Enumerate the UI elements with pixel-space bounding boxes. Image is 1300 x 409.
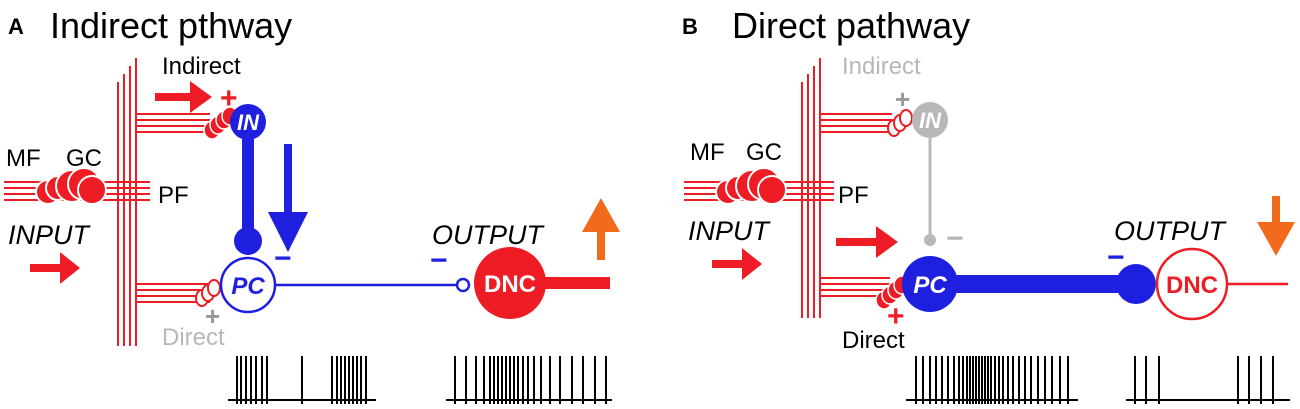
purkinje-cell-b — [902, 256, 958, 312]
pc-terminal-a — [455, 277, 471, 293]
pf-branch-direct-b — [820, 277, 890, 297]
minus-sign-pc-a: − — [274, 242, 292, 275]
spike-train-b-dnc — [1134, 356, 1274, 404]
plus-sign-indirect-b: + — [895, 84, 910, 114]
indirect-label-a: Indirect — [162, 53, 241, 80]
pf-label-b: PF — [838, 182, 869, 209]
pf-label-a: PF — [158, 182, 189, 209]
mf-label-a: MF — [6, 145, 41, 172]
pf-branch-indirect-b — [820, 113, 892, 133]
dnc-cell-label-b: DNC — [1166, 272, 1218, 299]
pc-axon-b — [956, 275, 1124, 293]
dnc-axon-a — [540, 277, 610, 289]
interneuron-cell-b — [912, 102, 948, 138]
panel-b: B Direct pathway — [682, 5, 1295, 404]
plus-sign-direct-a: + — [205, 301, 220, 331]
output-label-b: OUTPUT — [1114, 216, 1228, 246]
synapse-boutons-pc-b — [875, 275, 911, 310]
input-arrow-b — [712, 248, 762, 280]
minus-sign-dnc-a: − — [430, 244, 448, 277]
in-cell-label-b: IN — [919, 108, 942, 133]
pc-cell-label-a: PC — [231, 273, 265, 300]
indirect-arrow-a — [155, 81, 212, 113]
pc-cell-label-b: PC — [913, 272, 947, 299]
panel-a-title: Indirect pthway — [50, 5, 292, 46]
spike-train-a-pc — [236, 356, 367, 404]
synapse-boutons-pc-a — [195, 279, 221, 307]
synapse-boutons-in-b — [887, 109, 913, 137]
granule-cells-b — [715, 167, 787, 205]
minus-sign-dnc-b: − — [1107, 241, 1125, 274]
output-arrow-down-b — [1257, 196, 1295, 256]
in-cell-label-a: IN — [237, 110, 260, 135]
interneuron-axon-a — [242, 138, 254, 234]
dnc-cell-label-a: DNC — [484, 271, 536, 298]
panel-a: A Indirect pthway — [4, 5, 620, 404]
indirect-label-b: Indirect — [842, 53, 921, 80]
panel-b-title: Direct pathway — [732, 5, 970, 46]
pc-terminal-b — [1116, 264, 1156, 304]
gc-label-a: GC — [66, 145, 102, 172]
plus-sign-indirect-a: + — [220, 82, 238, 115]
output-label-a: OUTPUT — [432, 220, 546, 250]
panel-a-letter: A — [8, 14, 24, 39]
output-arrow-up-a — [582, 198, 620, 260]
minus-sign-pc-b: − — [946, 222, 964, 255]
inhibition-arrow-down-a — [268, 144, 308, 252]
interneuron-terminal-a — [234, 227, 262, 255]
input-arrow-a — [30, 252, 80, 284]
gc-label-b: GC — [746, 139, 782, 166]
direct-arrow-b — [836, 226, 898, 258]
panel-b-letter: B — [682, 14, 698, 39]
spike-train-a-dnc — [454, 356, 607, 404]
spike-train-b-pc — [915, 356, 1069, 404]
parallel-fibers-vertical-a — [117, 58, 137, 346]
interneuron-cell-a — [230, 104, 266, 140]
pf-branch-indirect-a — [136, 113, 210, 133]
dnc-cell-a — [474, 247, 546, 319]
mf-label-b: MF — [690, 139, 725, 166]
interneuron-terminal-b — [924, 234, 936, 246]
direct-label-b: Direct — [842, 327, 905, 354]
plus-sign-direct-b: + — [887, 300, 905, 333]
input-label-a: INPUT — [8, 220, 92, 250]
granule-cells-a — [35, 167, 107, 205]
direct-label-a: Direct — [162, 324, 225, 351]
input-label-b: INPUT — [688, 216, 772, 246]
